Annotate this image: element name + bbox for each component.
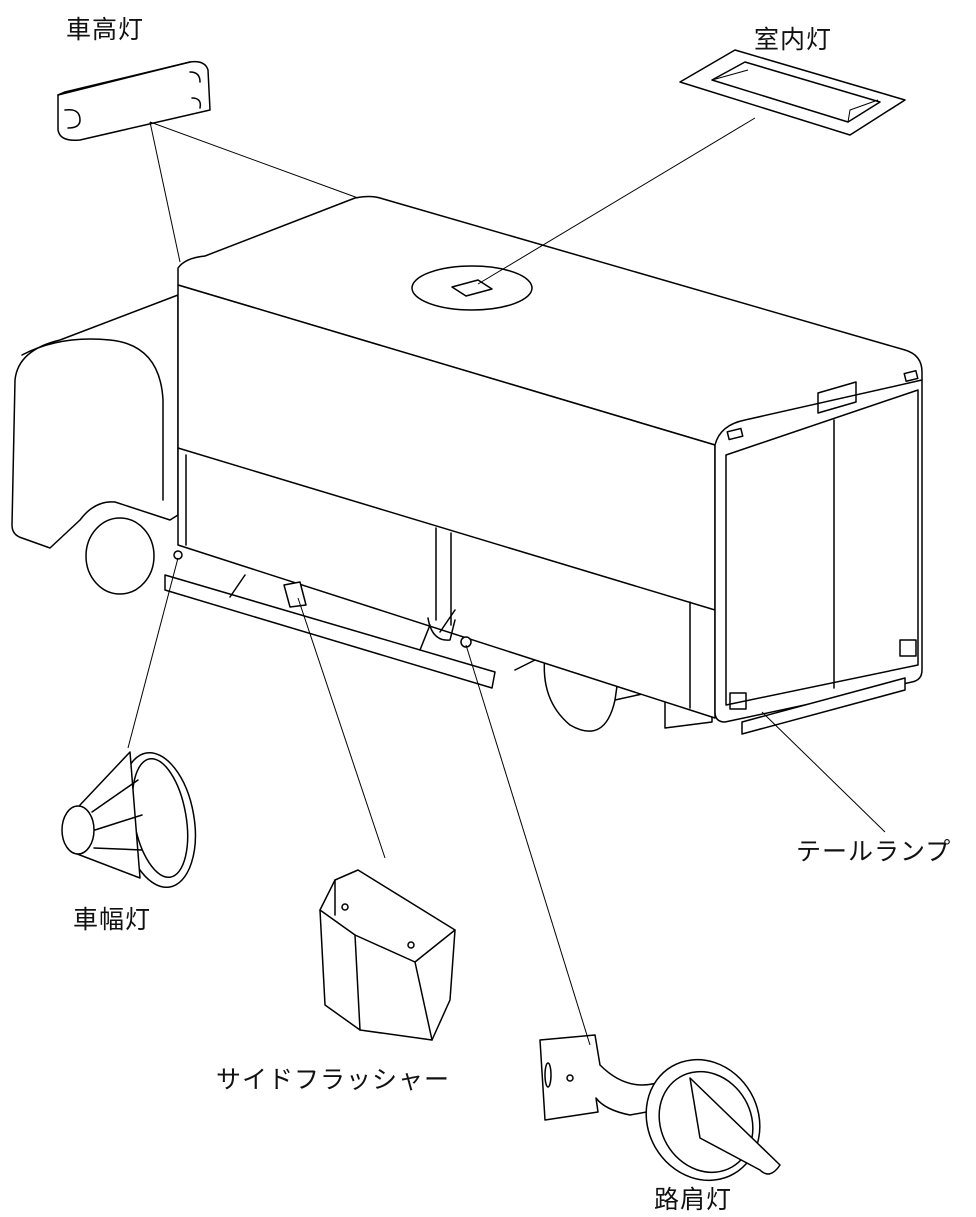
label-shoulder-lamp: 路肩灯 [654,1185,733,1214]
cab-wheel [85,517,155,595]
leader-lines [127,117,886,1046]
box-side [177,284,716,719]
label-side-marker-lamp: 車幅灯 [73,905,152,934]
side-marker-lamp-part [61,751,197,889]
side-flasher-part [319,869,456,1041]
rear-bumper [741,677,906,735]
label-roof-marker-lamp: 車高灯 [66,15,145,44]
roof-lamp-opening [411,265,533,311]
box-rear [714,379,923,723]
label-side-flasher: サイドフラッシャー [216,1065,451,1094]
shoulder-lamp-part [539,1034,781,1182]
label-interior-lamp: 室内灯 [754,25,833,54]
side-guard [164,574,496,689]
label-tail-lamp: テールランプ [796,837,952,866]
roof-marker-lamp-part [57,60,211,142]
interior-lamp-part [679,49,906,136]
truck-cab [11,294,179,595]
